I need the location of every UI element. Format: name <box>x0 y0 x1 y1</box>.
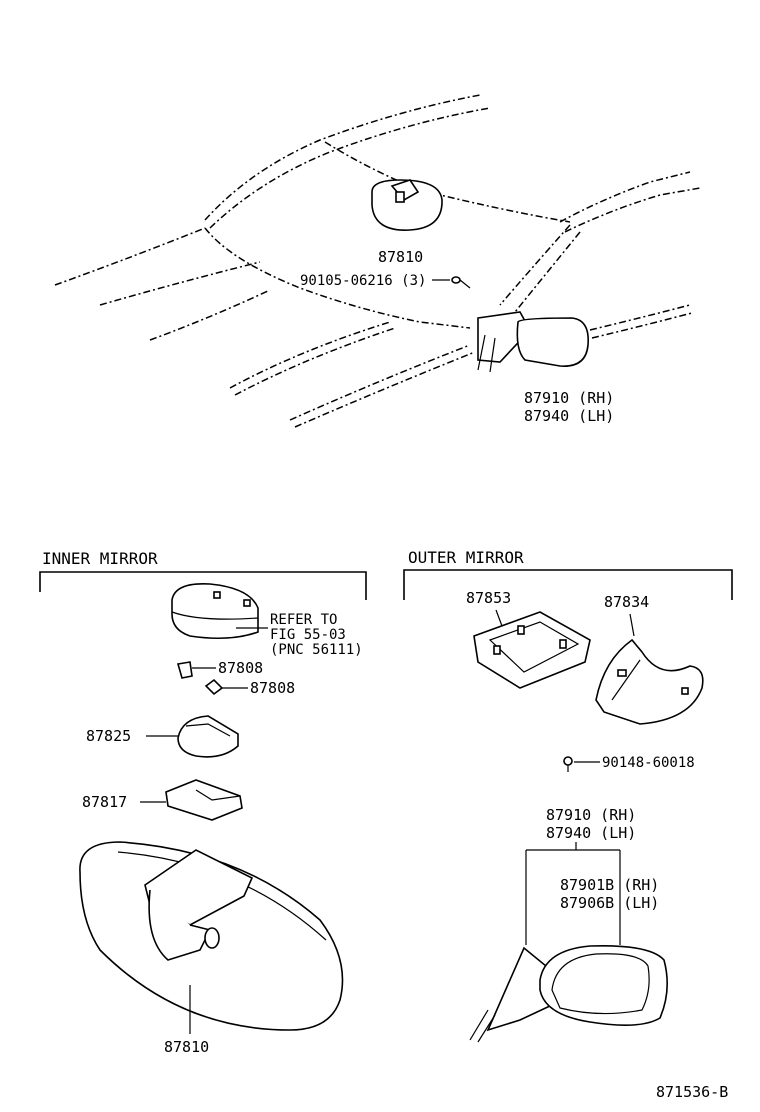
inner-mirror-bracket-line <box>39 571 367 600</box>
outer-mirror-assy-icon <box>469 944 668 1043</box>
outer-mirror-overview-icon <box>477 311 589 373</box>
stay-cover-icon <box>177 715 239 758</box>
assy-rh-label: 87910 (RH) <box>546 806 636 824</box>
clip-a-label: 87808 <box>218 659 263 677</box>
refer-line-1: REFER TO <box>270 612 337 628</box>
refer-line-2: FIG 55-03 <box>270 627 346 643</box>
inner-mirror-top-label: 87810 <box>378 248 423 266</box>
screw-label: 90148-60018 <box>602 755 695 771</box>
clip-a-icon <box>176 661 193 679</box>
outer-mirror-heading: OUTER MIRROR <box>408 548 524 567</box>
frame-leader <box>495 609 503 627</box>
clip-b-icon <box>204 678 224 696</box>
assy-lh-label: 87940 (LH) <box>546 824 636 842</box>
pad-icon <box>165 779 243 821</box>
bracket-label: 87834 <box>604 593 649 611</box>
vehicle-outline <box>54 94 701 428</box>
mirror-cap-icon <box>171 583 259 640</box>
screw-top-icon <box>451 276 471 289</box>
mirror-bracket-icon <box>595 638 704 725</box>
outer-mirror-lh-top-label: 87940 (LH) <box>524 407 614 425</box>
refer-line-3: (PNC 56111) <box>270 642 363 658</box>
assy-leader <box>525 842 621 945</box>
screw-top-label: 90105-06216 (3) <box>300 273 426 289</box>
inner-mirror-label: 87810 <box>164 1038 209 1056</box>
frame-label: 87853 <box>466 589 511 607</box>
outer-mirror-bracket-line <box>403 569 733 600</box>
inner-mirror-heading: INNER MIRROR <box>42 549 158 568</box>
screw-icon <box>563 756 573 772</box>
bracket-leader <box>629 613 635 637</box>
glass-lh-label: 87906B (LH) <box>560 894 659 912</box>
stay-cover-label: 87825 <box>86 727 131 745</box>
inner-mirror-icon <box>79 841 344 1031</box>
figure-code: 871536-B <box>656 1083 728 1101</box>
inner-mirror-overview-icon <box>371 179 443 231</box>
mirror-frame-icon <box>473 611 591 689</box>
clip-b-label: 87808 <box>250 679 295 697</box>
pad-label: 87817 <box>82 793 127 811</box>
glass-rh-label: 87901B (RH) <box>560 876 659 894</box>
outer-mirror-rh-top-label: 87910 (RH) <box>524 389 614 407</box>
